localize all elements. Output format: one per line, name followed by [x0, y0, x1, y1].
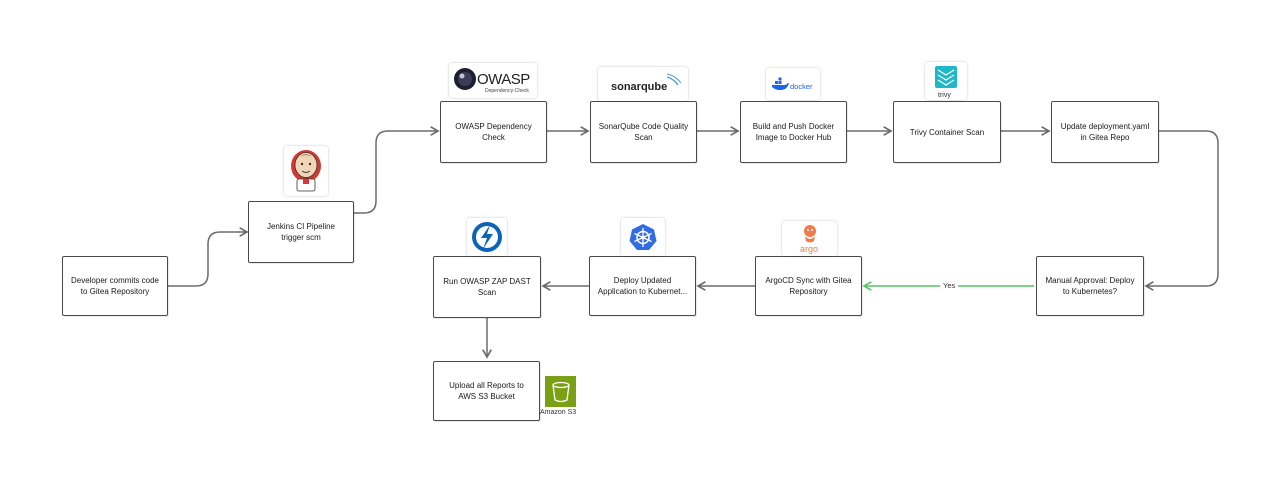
argo-logo-word: argo [800, 244, 818, 254]
node-deploy-kubernetes[interactable]: Deploy Updated Application to Kubernet..… [589, 256, 696, 316]
edge-label-yes: Yes [940, 281, 959, 290]
edge-update-to-approval [1144, 130, 1219, 291]
kubernetes-icon [621, 218, 665, 256]
owasp-dependency-check-icon: OWASP Dependency-Check [449, 63, 537, 98]
node-manual-approval[interactable]: Manual Approval: Deploy to Kubernetes? [1036, 256, 1144, 316]
node-label: OWASP Dependency Check [455, 122, 532, 142]
amazon-s3-icon [545, 376, 576, 407]
node-label: Upload all Reports to AWS S3 Bucket [449, 381, 524, 401]
trivy-icon: trivy [925, 62, 967, 100]
node-label: Trivy Container Scan [909, 127, 985, 137]
node-label: Manual Approval: Deploy to Kubernetes? [1045, 276, 1135, 296]
node-label: Deploy Updated Application to Kubernet..… [597, 276, 688, 296]
node-developer-commits[interactable]: Developer commits code to Gitea Reposito… [62, 256, 168, 316]
owasp-zap-icon [467, 218, 507, 256]
node-jenkins-pipeline[interactable]: Jenkins CI Pipeline trigger scm [248, 201, 354, 263]
node-owasp-zap-scan[interactable]: Run OWASP ZAP DAST Scan [433, 256, 541, 318]
node-label: Run OWASP ZAP DAST Scan [443, 277, 531, 297]
node-upload-reports-s3[interactable]: Upload all Reports to AWS S3 Bucket [433, 361, 540, 421]
s3-caption: Amazon S3 [540, 409, 577, 416]
edge-developer-to-jenkins [168, 227, 249, 287]
trivy-logo-word: trivy [938, 92, 951, 99]
node-sonarqube-scan[interactable]: SonarQube Code Quality Scan [590, 101, 697, 163]
docker-logo-word: docker [790, 82, 813, 91]
docker-icon: docker [766, 68, 820, 100]
node-label: Update deployment.yaml in Gitea Repo [1060, 122, 1150, 142]
sonarqube-logo-word: sonarqube [611, 81, 667, 93]
node-label: Developer commits code to Gitea Reposito… [70, 276, 160, 296]
node-docker-build-push[interactable]: Build and Push Docker Image to Docker Hu… [740, 101, 847, 163]
node-owasp-dependency-check[interactable]: OWASP Dependency Check [440, 101, 547, 163]
node-argocd-sync[interactable]: ArgoCD Sync with Gitea Repository [755, 256, 862, 316]
node-label: ArgoCD Sync with Gitea Repository [765, 276, 852, 296]
argo-icon: argo [782, 221, 837, 256]
node-label: Build and Push Docker Image to Docker Hu… [752, 122, 835, 142]
node-update-deployment-yaml[interactable]: Update deployment.yaml in Gitea Repo [1051, 101, 1159, 163]
jenkins-icon [284, 146, 328, 196]
owasp-logo-word: OWASP [477, 71, 530, 88]
edge-jenkins-to-owasp [353, 126, 440, 214]
node-label: SonarQube Code Quality Scan [598, 122, 689, 142]
sonarqube-icon: sonarqube [598, 67, 688, 101]
owasp-logo-sub: Dependency-Check [485, 88, 529, 94]
node-label: Jenkins CI Pipeline trigger scm [266, 222, 336, 242]
node-trivy-scan[interactable]: Trivy Container Scan [893, 101, 1001, 163]
